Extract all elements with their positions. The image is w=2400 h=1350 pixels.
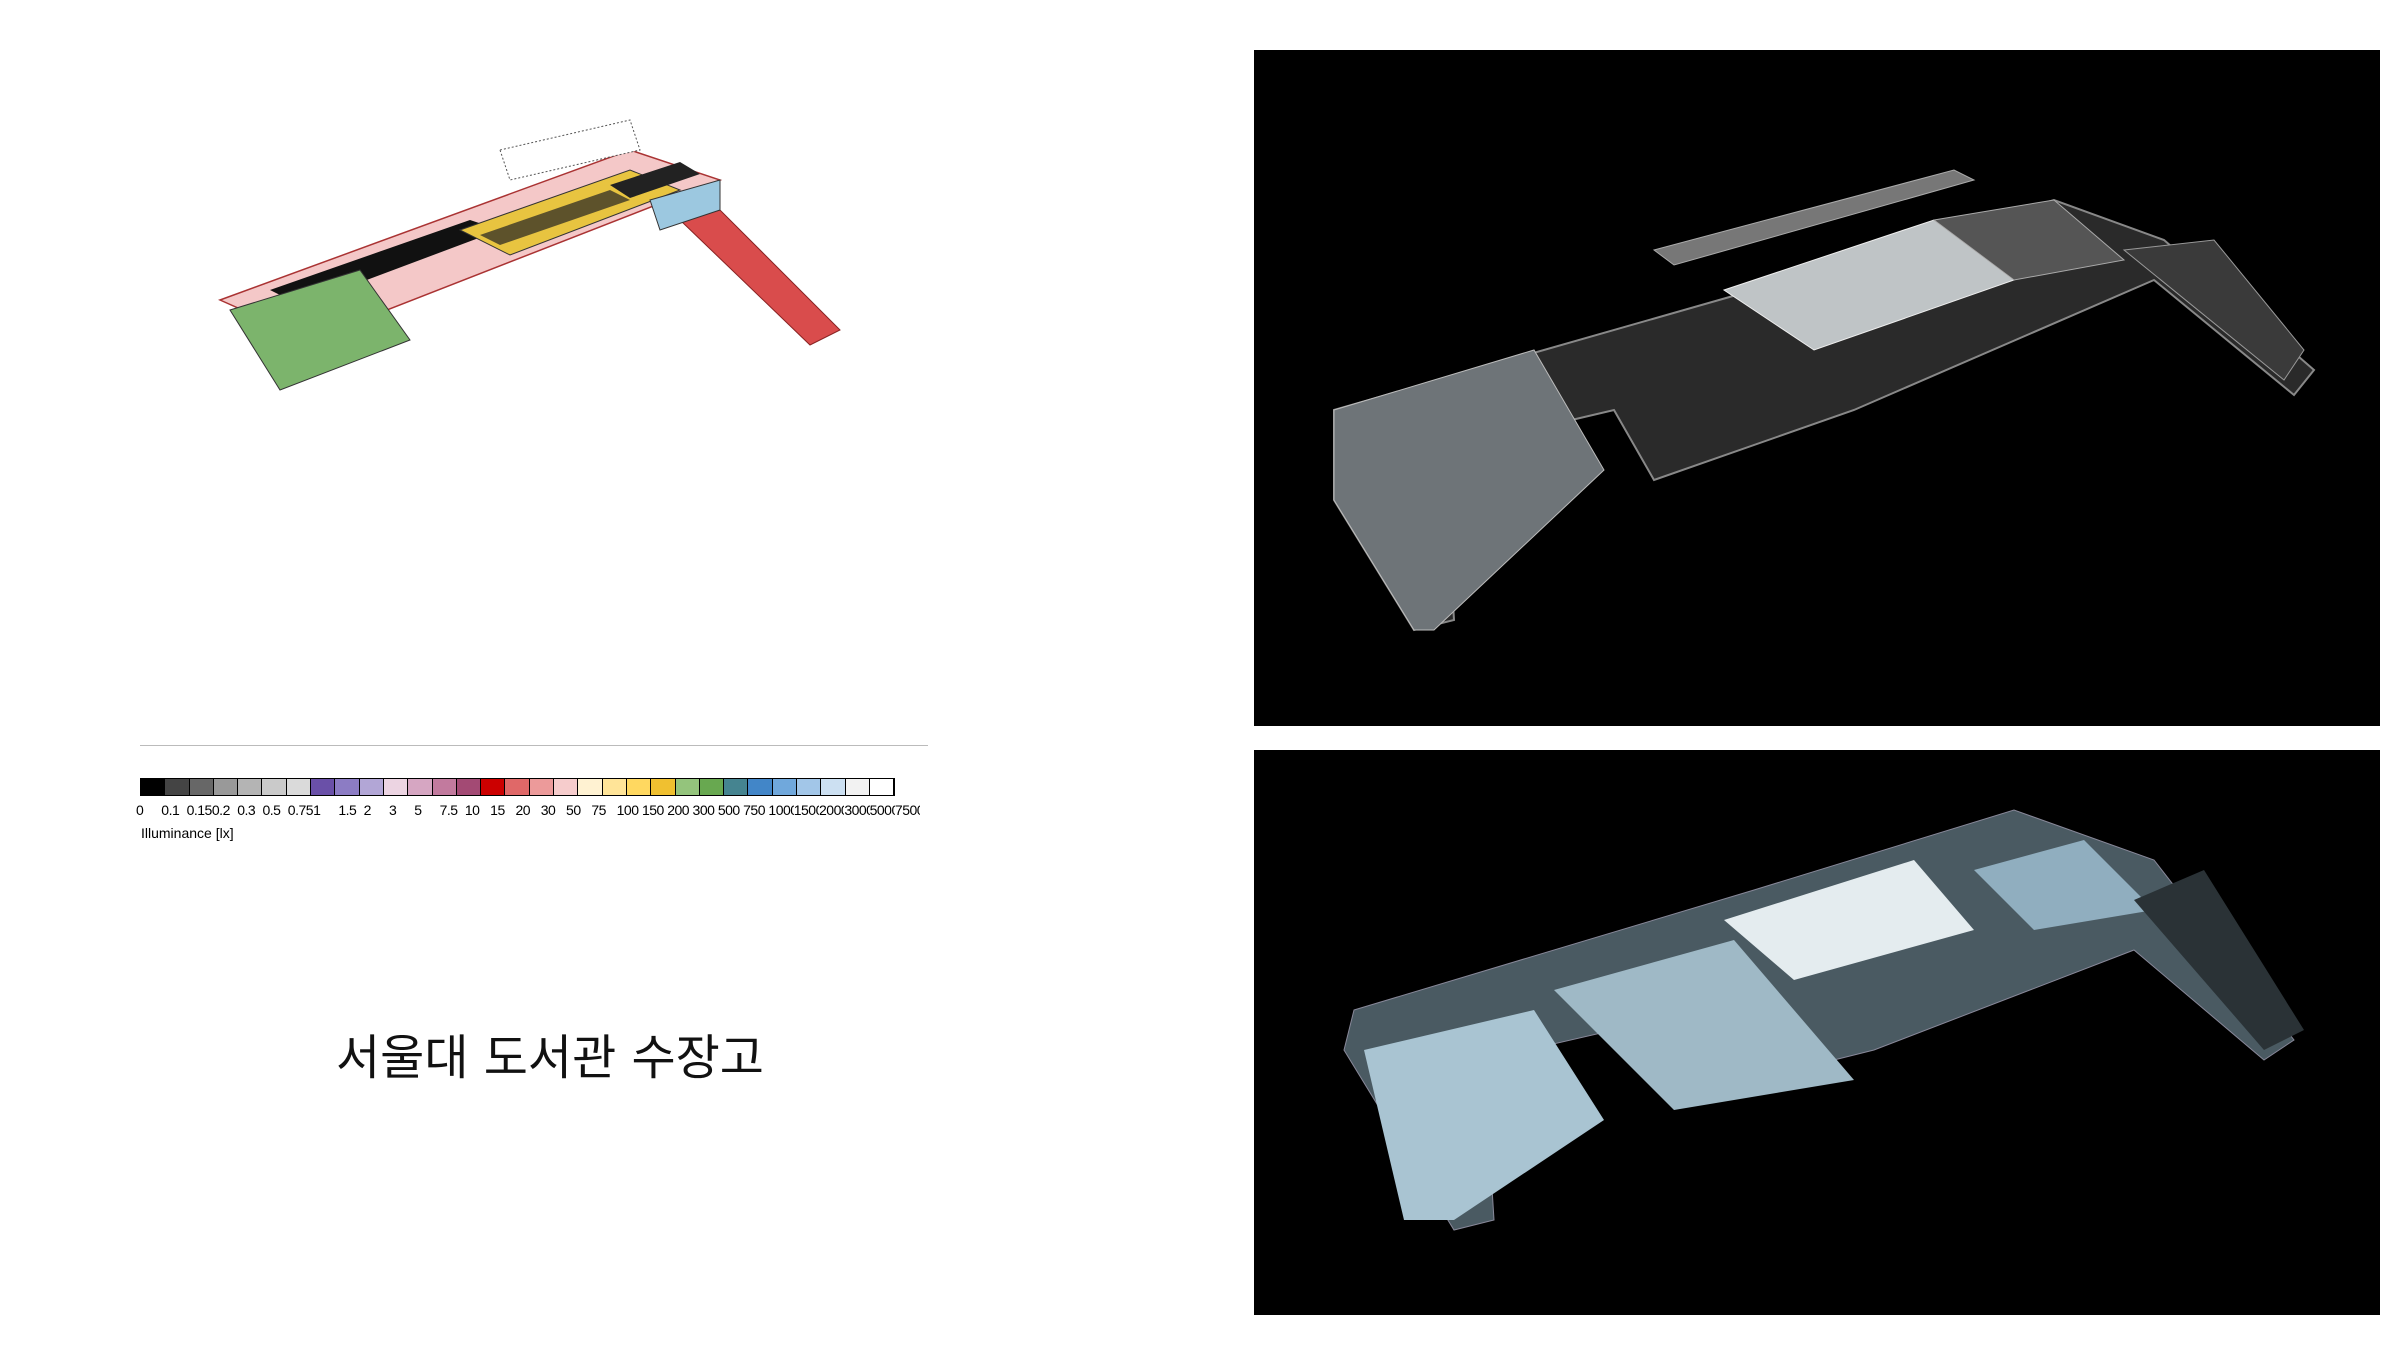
scale-tick-label: 0	[136, 802, 144, 818]
scale-swatch	[141, 779, 166, 795]
scale-tick-label: 15	[490, 802, 505, 818]
scale-swatch	[432, 779, 457, 795]
scale-tick-label: 7500	[894, 802, 920, 818]
scale-tick-label: 1500	[793, 802, 819, 818]
scale-swatch	[845, 779, 870, 795]
scale-tick-label: 1.5	[338, 802, 357, 818]
scale-swatch	[651, 779, 676, 795]
scale-swatch	[821, 779, 846, 795]
scale-swatch	[602, 779, 627, 795]
scale-swatch	[675, 779, 700, 795]
scale-tick-label: 30	[540, 802, 556, 818]
illuminance-false-color-plan	[160, 100, 920, 480]
scale-swatch	[772, 779, 798, 795]
scale-swatch	[262, 779, 287, 795]
scale-tick-label: 1	[313, 802, 321, 818]
scale-swatch	[311, 779, 336, 795]
scale-tick-label: 0.2	[211, 802, 230, 818]
scale-tick-label: 50	[566, 802, 581, 818]
illuminance-unit-label: Illuminance [lx]	[141, 825, 234, 841]
divider	[140, 745, 928, 746]
scale-tick-label: 100	[616, 802, 639, 818]
render-shaded-view	[1254, 750, 2380, 1315]
scale-tick-label: 2	[363, 802, 372, 818]
scale-tick-label: 300	[692, 802, 715, 818]
illuminance-color-scale	[140, 778, 896, 796]
scale-swatch	[869, 779, 895, 795]
scale-tick-label: 20	[515, 802, 531, 818]
scale-tick-label: 0.75	[287, 802, 314, 818]
scale-swatch	[578, 779, 603, 795]
scale-swatch	[797, 779, 822, 795]
scale-swatch	[335, 779, 360, 795]
scale-tick-label: 0.3	[237, 802, 256, 818]
scale-swatch	[213, 779, 239, 795]
scale-swatch	[408, 779, 433, 795]
scale-tick-label: 150	[641, 802, 664, 818]
scale-tick-label: 0.15	[186, 802, 212, 818]
scale-tick-label: 0.1	[161, 802, 180, 818]
scale-swatch	[724, 779, 749, 795]
scale-swatch	[359, 779, 384, 795]
scale-swatch	[383, 779, 409, 795]
scale-tick-label: 200	[667, 802, 690, 818]
scale-tick-label: 1000	[768, 802, 793, 818]
scale-tick-label: 5	[414, 802, 422, 818]
scale-swatch	[505, 779, 530, 795]
scale-swatch	[748, 779, 773, 795]
scale-tick-label: 3000	[844, 802, 869, 818]
scale-swatch	[286, 779, 312, 795]
render-wireframe-view	[1254, 50, 2380, 726]
scale-tick-label: 2000	[819, 802, 844, 818]
scale-swatch	[481, 779, 506, 795]
page-title: 서울대 도서관 수장고	[336, 1030, 764, 1086]
scale-tick-label: 500	[717, 802, 740, 818]
scale-tick-label: 3	[388, 802, 397, 818]
scale-swatch	[238, 779, 263, 795]
scale-swatch	[554, 779, 579, 795]
scale-tick-label: 5000	[869, 802, 895, 818]
scale-swatch	[189, 779, 214, 795]
scale-tick-label: 750	[743, 802, 765, 818]
scale-tick-label: 0.5	[262, 802, 281, 818]
scale-swatch	[626, 779, 652, 795]
scale-tick-label: 7.5	[439, 802, 458, 818]
scale-swatch	[456, 779, 482, 795]
scale-tick-label: 75	[591, 802, 606, 818]
scale-swatch	[529, 779, 555, 795]
scale-tick-label: 10	[464, 802, 480, 818]
scale-swatch	[699, 779, 725, 795]
scale-swatch	[165, 779, 190, 795]
